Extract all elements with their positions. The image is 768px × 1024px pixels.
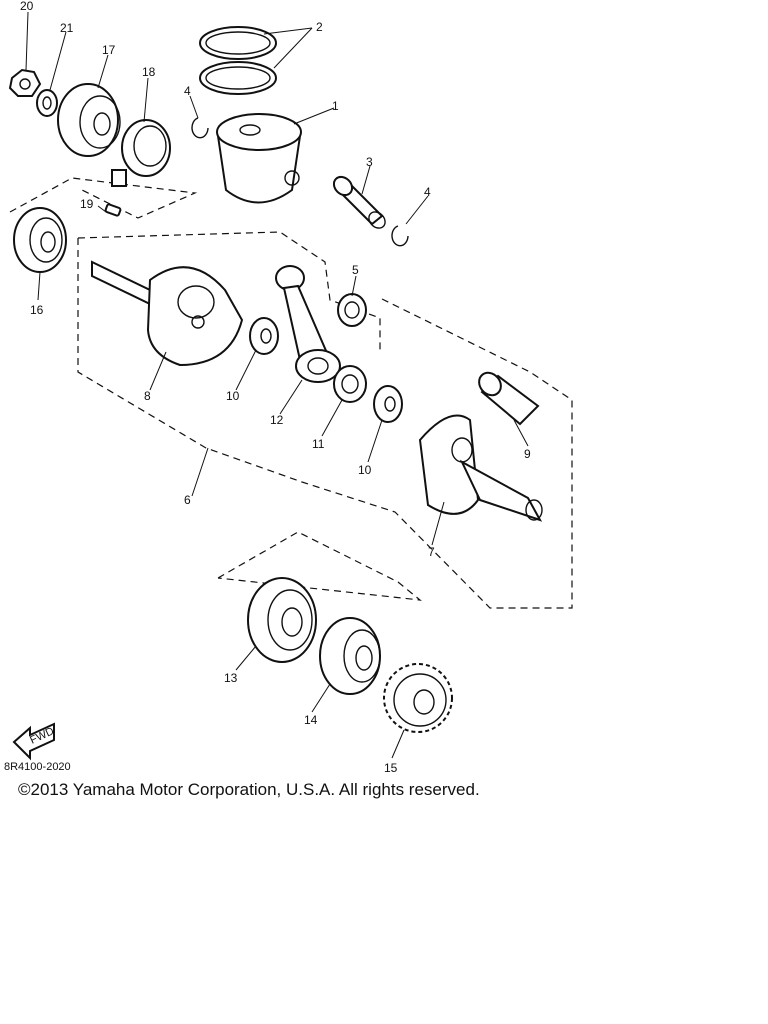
part-5-needle-bearing[interactable] (337, 293, 367, 327)
label-part-7[interactable]: 7 (428, 545, 435, 559)
label-part-4-right[interactable]: 4 (424, 185, 431, 199)
label-part-15[interactable]: 15 (384, 761, 398, 775)
part-11-needle-bearing[interactable] (333, 365, 367, 403)
part-9-crank-pin[interactable] (475, 368, 540, 426)
label-part-1[interactable]: 1 (332, 99, 339, 113)
part-number-labels: 20 21 17 18 4 2 1 3 4 19 16 5 8 10 12 11… (20, 0, 531, 775)
leader-lines (25, 11, 529, 759)
part-10-washer-left[interactable] (249, 317, 279, 355)
part-19-key[interactable] (104, 203, 122, 217)
part-8-crank-left[interactable] (91, 260, 244, 367)
part-17-bearing[interactable] (57, 83, 121, 157)
label-part-5[interactable]: 5 (352, 263, 359, 277)
part-4-clip-right[interactable] (391, 225, 409, 247)
label-part-9[interactable]: 9 (524, 447, 531, 461)
label-part-21[interactable]: 21 (60, 21, 74, 35)
label-part-12[interactable]: 12 (270, 413, 284, 427)
copyright-notice: ©2013 Yamaha Motor Corporation, U.S.A. A… (18, 780, 480, 799)
part-14-seal[interactable] (319, 617, 381, 695)
forward-arrow-icon: FWD (12, 722, 56, 761)
part-10-washer-right[interactable] (373, 385, 403, 423)
label-part-18[interactable]: 18 (142, 65, 156, 79)
label-part-10-right[interactable]: 10 (358, 463, 372, 477)
part-12-connecting-rod[interactable] (275, 265, 341, 383)
part-16-bearing[interactable] (13, 207, 67, 273)
label-part-16[interactable]: 16 (30, 303, 44, 317)
part-1-piston[interactable] (216, 113, 302, 204)
part-15-gear[interactable] (383, 663, 453, 733)
label-part-2[interactable]: 2 (316, 20, 323, 34)
part-3-piston-pin[interactable] (330, 173, 388, 231)
label-part-11[interactable]: 11 (312, 437, 325, 451)
diagram-code: 8R4100-2020 (4, 761, 71, 773)
part-2-piston-rings[interactable] (199, 26, 277, 95)
part-4-clip-left[interactable] (191, 117, 209, 139)
label-part-13[interactable]: 13 (224, 671, 238, 685)
part-7-crank-right[interactable] (418, 414, 543, 522)
label-part-4-left[interactable]: 4 (184, 84, 191, 98)
part-20-nut[interactable] (8, 68, 42, 97)
label-part-10-left[interactable]: 10 (226, 389, 240, 403)
label-part-8[interactable]: 8 (144, 389, 151, 403)
part-18-collar[interactable] (111, 119, 171, 187)
label-part-6[interactable]: 6 (184, 493, 191, 507)
label-part-3[interactable]: 3 (366, 155, 373, 169)
label-part-20[interactable]: 20 (20, 0, 34, 13)
part-21-washer[interactable] (36, 89, 58, 117)
label-part-17[interactable]: 17 (102, 43, 116, 57)
label-part-19[interactable]: 19 (80, 197, 94, 211)
label-part-14[interactable]: 14 (304, 713, 318, 727)
part-13-bearing[interactable] (247, 577, 317, 663)
